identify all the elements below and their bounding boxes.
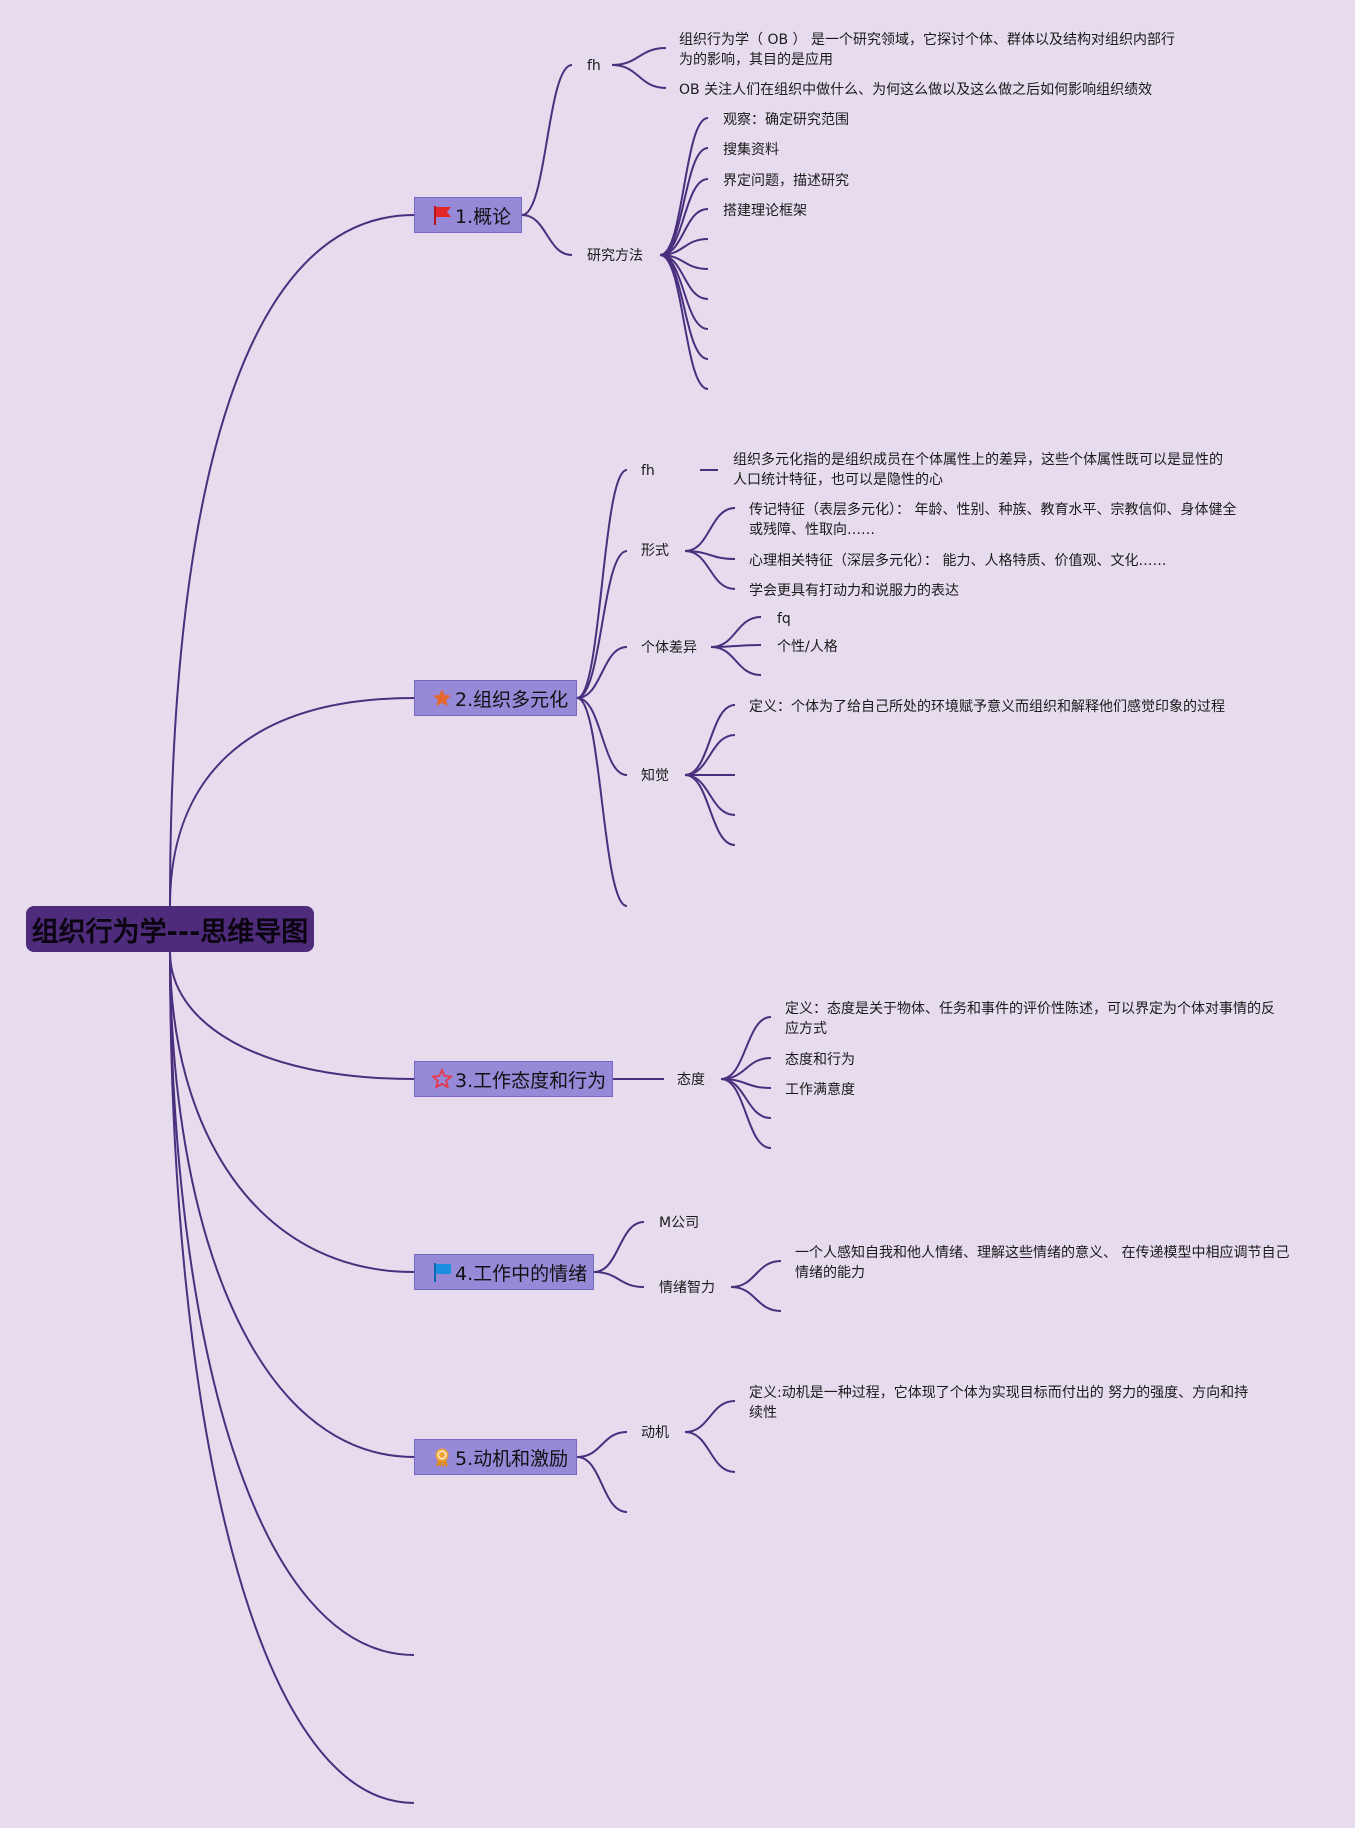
t2-subtopic-form[interactable]: 形式: [641, 543, 669, 559]
t1-method-leaf-1: 观察：确定研究范围: [723, 112, 849, 128]
t3-subtopic-attitude[interactable]: 态度: [677, 1072, 705, 1088]
topic-5-label: 5.动机和激励: [455, 1447, 569, 1470]
t5-subtopic-motive[interactable]: 动机: [641, 1425, 669, 1441]
root-topic[interactable]: 组织行为学---思维导图: [26, 906, 314, 952]
topic-2-diversity[interactable]: 2.组织多元化: [414, 680, 577, 716]
connector-curve: [576, 646, 628, 699]
connector-curve: [659, 254, 709, 390]
connector-curve: [576, 697, 628, 776]
topic-2-label: 2.组织多元化: [455, 688, 569, 711]
connector-curve: [720, 1016, 772, 1080]
connector-curve: [576, 697, 628, 907]
connector-curve: [611, 64, 667, 89]
topic-4-label: 4.工作中的情绪: [455, 1262, 588, 1285]
connector-curve: [576, 550, 628, 699]
connector-curve: [684, 774, 736, 846]
connector-curve: [710, 616, 762, 648]
root-topic-label: 组织行为学---思维导图: [31, 916, 309, 948]
t2-form-leaf-1: 传记特征（表层多元化）： 年龄、性别、种族、教育水平、宗教信仰、身体健全或残障、…: [749, 502, 1237, 538]
connector-curve: [730, 1286, 782, 1312]
connector-curve: [684, 734, 736, 776]
t2-subtopic-fh[interactable]: fh: [641, 463, 655, 479]
connector-curve: [611, 47, 667, 66]
t3-attitude-leaf-1: 定义：态度是关于物体、任务和事件的评价性陈述，可以界定为个体对事情的反应方式: [785, 1001, 1275, 1037]
connector-curve: [659, 117, 709, 256]
t2-subtopic-perception[interactable]: 知觉: [641, 768, 669, 784]
root-branch-curve: [169, 951, 415, 1273]
t1-method-leaf-4: 搭建理论框架: [723, 203, 807, 219]
connector-curve: [710, 646, 762, 676]
connector-curve: [684, 507, 736, 552]
topic-5-motivation[interactable]: 5.动机和激励: [414, 1439, 577, 1475]
t4-ei-leaf-1: 一个人感知自我和他人情绪、理解这些情绪的意义、 在传递模型中相应调节自己情绪的能…: [795, 1245, 1290, 1281]
orange-star-icon: [431, 687, 453, 709]
t1-subtopic-fh[interactable]: fh: [587, 58, 601, 74]
t1-fh-leaf-2: OB 关注人们在组织中做什么、为何这么做以及这么做之后如何影响组织绩效: [679, 82, 1153, 98]
connector-curve: [684, 1431, 736, 1473]
connector-curve: [593, 1271, 645, 1288]
root-branch-curve: [169, 951, 415, 1458]
root-branch-curve: [169, 214, 415, 907]
root-branch-curve: [169, 951, 415, 1080]
t4-subtopic-m-company[interactable]: M公司: [659, 1215, 700, 1231]
connector-curve: [659, 147, 709, 256]
topic-3-attitude[interactable]: 3.工作态度和行为: [414, 1061, 613, 1097]
t1-method-leaf-3: 界定问题，描述研究: [723, 173, 849, 189]
root-branch-curve: [169, 697, 415, 907]
t3-attitude-leaf-2: 态度和行为: [785, 1052, 855, 1068]
topic-1-label: 1.概论: [455, 205, 512, 228]
connector-curve: [684, 1400, 736, 1433]
connector-curve: [576, 469, 628, 699]
t3-attitude-leaf-3: 工作满意度: [785, 1082, 855, 1098]
connector-curve: [684, 704, 736, 776]
red-flag-icon: [431, 204, 453, 226]
red-outline-star-icon: [431, 1068, 453, 1090]
t1-fh-leaf-1: 组织行为学（ OB ） 是一个研究领域，它探讨个体、群体以及结构对组织内部行为的…: [679, 32, 1175, 68]
t4-subtopic-ei[interactable]: 情绪智力: [659, 1280, 715, 1296]
t1-subtopic-research-method[interactable]: 研究方法: [587, 248, 643, 264]
topic-1-overview[interactable]: 1.概论: [414, 197, 522, 233]
connector-curve: [684, 550, 736, 590]
topic-3-label: 3.工作态度和行为: [455, 1069, 607, 1092]
t2-form-leaf-3: 学会更具有打动力和说服力的表达: [749, 583, 959, 599]
connector-curve: [730, 1260, 782, 1288]
root-branch-curve: [169, 951, 415, 1656]
topic-4-emotion[interactable]: 4.工作中的情绪: [414, 1254, 594, 1290]
connector-curve: [659, 254, 709, 360]
connector-curve: [593, 1221, 645, 1273]
blue-flag-icon: [431, 1261, 453, 1283]
connector-curve: [659, 178, 709, 256]
connector-curve: [720, 1078, 772, 1149]
t2-perception-leaf-1: 定义：个体为了给自己所处的环境赋予意义而组织和解释他们感觉印象的过程: [749, 699, 1225, 715]
t5-motive-leaf-1: 定义:动机是一种过程，它体现了个体为实现目标而付出的 努力的强度、方向和持续性: [749, 1385, 1249, 1421]
gold-medal-icon: [431, 1446, 453, 1468]
t2-subtopic-individual-diff[interactable]: 个体差异: [641, 640, 697, 656]
connector-curve: [576, 1456, 628, 1513]
root-branch-curve: [169, 951, 415, 1804]
t2-diff-leaf-2: 个性/人格: [777, 639, 838, 655]
t2-form-leaf-2: 心理相关特征（深层多元化）： 能力、人格特质、价值观、文化……: [749, 553, 1167, 569]
connector-curve: [521, 214, 573, 256]
t2-fh-leaf-1: 组织多元化指的是组织成员在个体属性上的差异，这些个体属性既可以是显性的人口统计特…: [733, 452, 1223, 488]
connector-curve: [576, 1431, 628, 1458]
t2-diff-leaf-1: fq: [777, 611, 791, 627]
t1-method-leaf-2: 搜集资料: [723, 142, 779, 158]
connector-curve: [521, 64, 573, 216]
